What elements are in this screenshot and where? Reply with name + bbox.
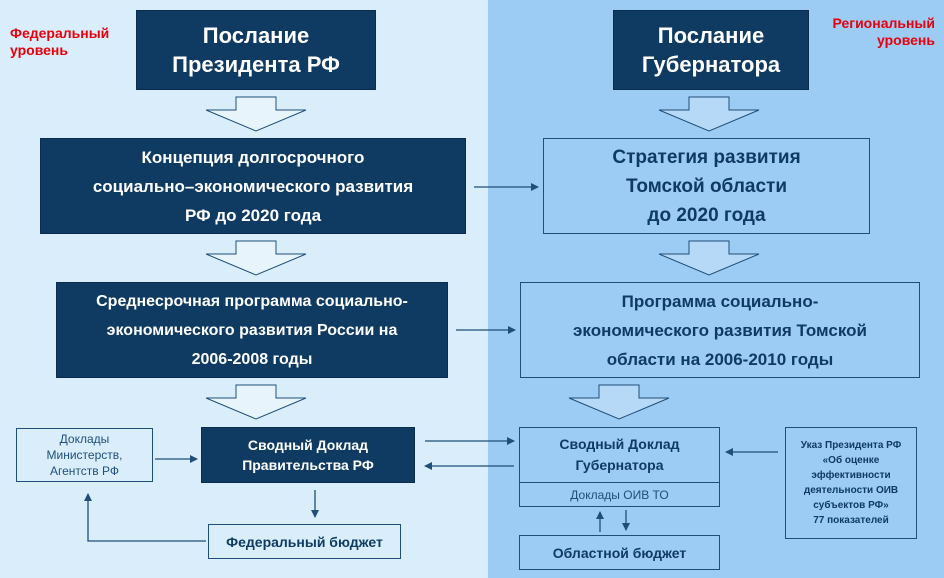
governor-summary-report-group xyxy=(519,427,720,507)
presidential-decree-box[interactable]: Указ Президента РФ «Об оценке эффективно… xyxy=(785,427,917,539)
federal-level-label: Федеральный уровень xyxy=(10,25,110,58)
president-message-box[interactable]: Послание Президента РФ xyxy=(136,10,376,90)
oiv-reports-divider xyxy=(519,482,720,483)
governor-message-box[interactable]: Послание Губернатора xyxy=(613,10,809,90)
governor-summary-report-box[interactable]: Сводный Доклад Губернатора xyxy=(559,436,680,473)
regional-budget-box[interactable]: Областной бюджет xyxy=(519,535,720,570)
regional-level-label: Региональный уровень xyxy=(832,15,935,48)
concept-2020-box[interactable]: Концепция долгосрочного социально–эконом… xyxy=(40,138,466,234)
midterm-program-box[interactable]: Среднесрочная программа социально- эконо… xyxy=(56,282,448,378)
government-summary-report-box[interactable]: Сводный Доклад Правительства РФ xyxy=(201,427,415,483)
oiv-reports-box[interactable]: Доклады ОИВ ТО xyxy=(570,487,669,502)
tomsk-program-box[interactable]: Программа социально- экономического разв… xyxy=(520,282,920,378)
tomsk-strategy-box[interactable]: Стратегия развития Томской области до 20… xyxy=(543,138,870,234)
federal-budget-box[interactable]: Федеральный бюджет xyxy=(208,524,401,559)
ministry-reports-box[interactable]: Доклады Министерств, Агентств РФ xyxy=(16,428,153,482)
